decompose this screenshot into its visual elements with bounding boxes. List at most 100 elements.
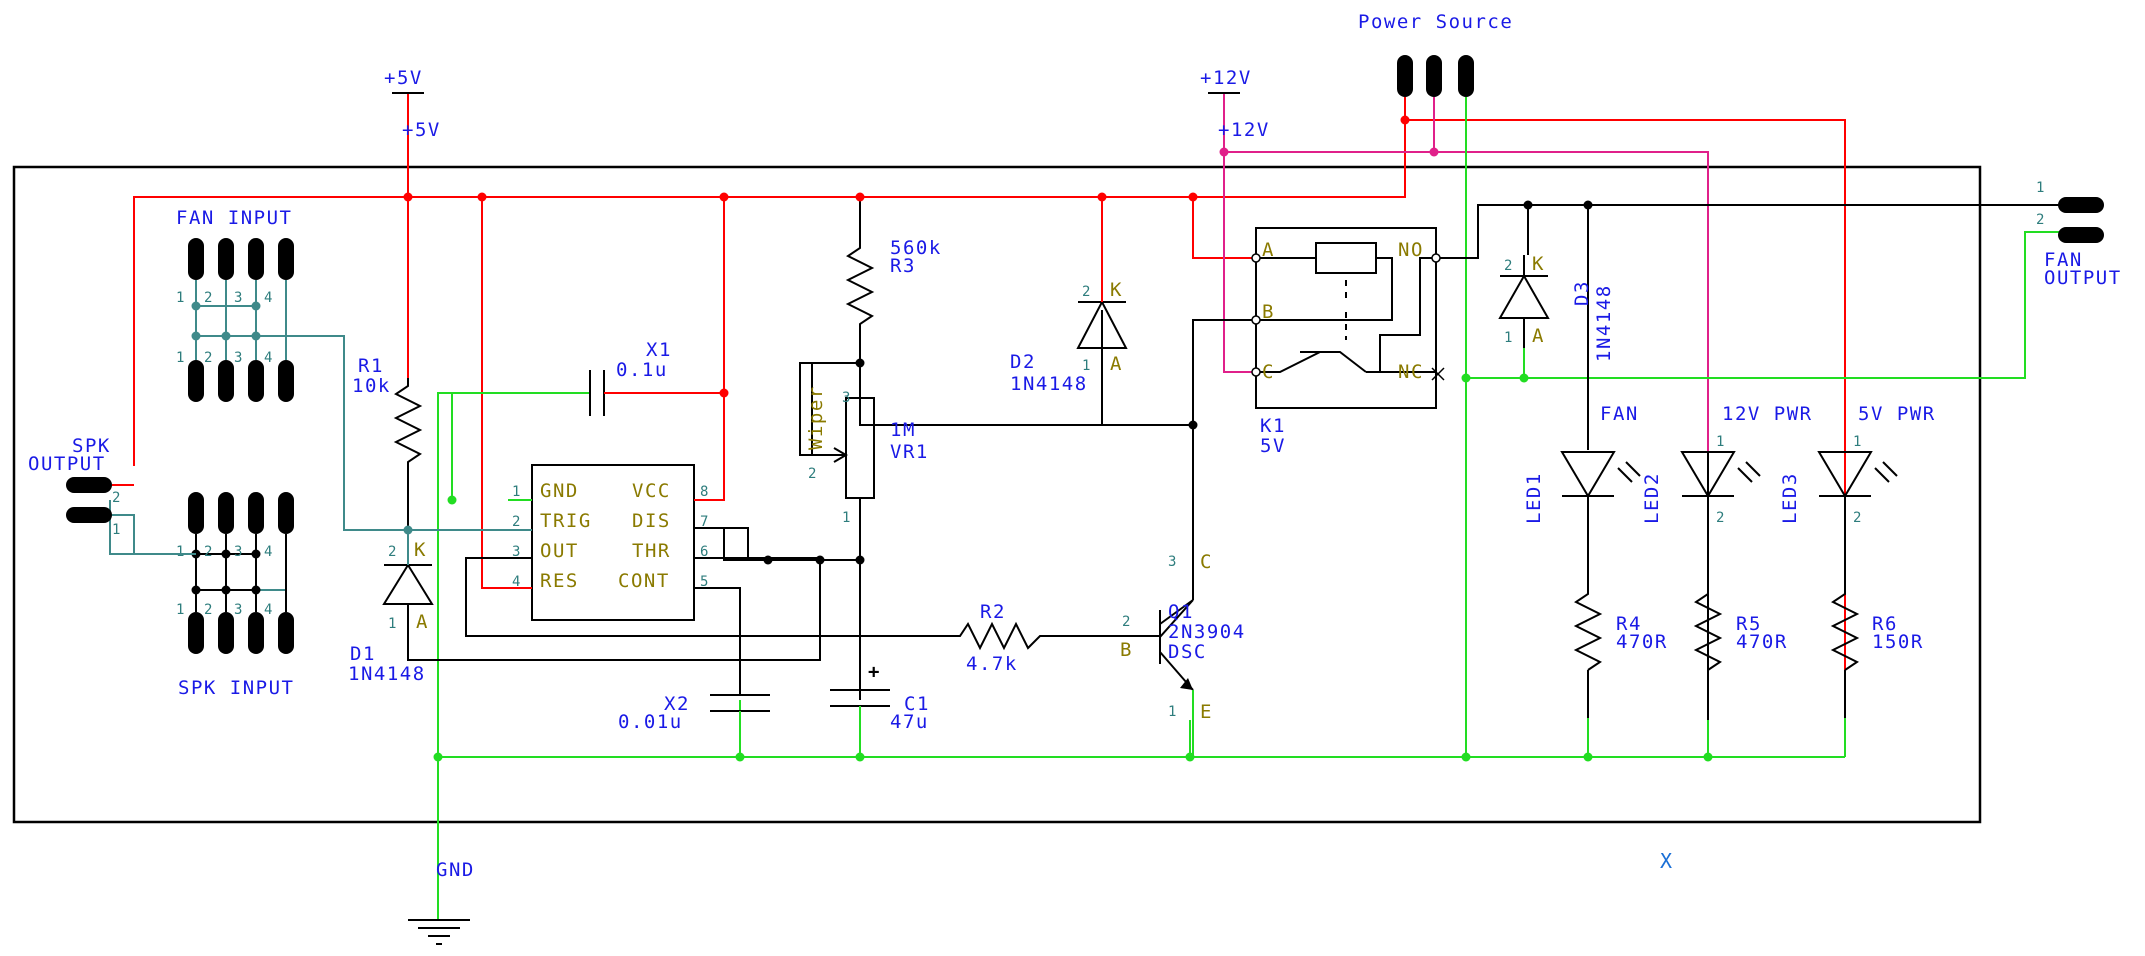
ic-pin-trig: TRIG <box>540 510 592 532</box>
r3-value: 560k <box>890 237 942 259</box>
q1-e: E <box>1200 701 1213 723</box>
x2-value: 0.01u <box>618 711 683 733</box>
ic-pin-5: 5 <box>700 574 710 590</box>
r6-value: 150R <box>1872 631 1924 653</box>
ic-pin-3: 3 <box>512 544 522 560</box>
r3-ref: R3 <box>890 255 916 277</box>
d1-k: K <box>414 539 427 561</box>
spk-in-pin-2b: 2 <box>204 602 214 618</box>
power-5v-symbol: +5V +5V <box>384 67 439 141</box>
r5-value: 470R <box>1736 631 1788 653</box>
q1-ref: Q1 <box>1168 601 1194 623</box>
relay-k1: A B C NO NC K1 5V <box>1251 227 1445 457</box>
spk-out-pin-2: 2 <box>112 490 122 506</box>
spk-output-label-2: OUTPUT <box>28 453 106 475</box>
spk-output-connector: SPK OUTPUT 2 1 <box>28 435 196 555</box>
power-5v-label: +5V <box>384 67 423 89</box>
net-gnd <box>437 120 2068 920</box>
fan-in-pin-2b: 2 <box>204 350 214 366</box>
q1-value: 2N3904 <box>1168 621 1246 643</box>
r2-ref: R2 <box>980 601 1006 623</box>
d1-pin1: 1 <box>388 616 398 632</box>
d2-k: K <box>1110 279 1123 301</box>
svg-text:1: 1 <box>1716 434 1726 450</box>
k1-b: B <box>1262 301 1275 323</box>
q1-b: B <box>1120 639 1133 661</box>
spk-in-pin-1: 1 <box>176 544 186 560</box>
r2-value: 4.7k <box>966 653 1018 675</box>
svg-text:3: 3 <box>1168 554 1178 570</box>
k1-ref: K1 <box>1260 415 1286 437</box>
resistor-r2: R2 4.7k <box>952 601 1048 675</box>
d2-value: 1N4148 <box>1010 373 1088 395</box>
spk-in-pin-1b: 1 <box>176 602 186 618</box>
svg-text:1: 1 <box>1853 434 1863 450</box>
fan-input-label: FAN INPUT <box>176 207 292 229</box>
d2-ref: D2 <box>1010 351 1036 373</box>
diode-d2: K A 2 1 D2 1N4148 <box>1010 279 1128 425</box>
gnd-label: GND <box>436 859 475 881</box>
svg-text:3: 3 <box>842 390 852 406</box>
ic-pin-4: 4 <box>512 574 522 590</box>
d3-pin1: 1 <box>1504 330 1514 346</box>
power-12v-label: +12V <box>1200 67 1252 89</box>
fan-output-label-1: FAN <box>2044 249 2083 271</box>
ic-pin-2: 2 <box>512 514 522 530</box>
resistor-r4: R4 470R <box>1573 585 1668 671</box>
c1-ref: C1 <box>904 693 930 715</box>
diode-d1: K A 2 1 D1 1N4148 <box>348 530 434 685</box>
fan-output-label-2: OUTPUT <box>2044 267 2122 289</box>
svg-text:2: 2 <box>1853 510 1863 526</box>
fan-in-pin-3: 3 <box>234 290 244 306</box>
vr1-wiper-label: Wiper <box>805 385 827 450</box>
resistor-r5: R5 470R <box>1693 585 1788 671</box>
fan-input-connector: FAN INPUT 1 2 3 4 1 2 3 4 <box>176 207 294 402</box>
ic-pin-thr: THR <box>632 540 671 562</box>
x2-ref: X2 <box>664 693 690 715</box>
led-led2: 1 2 12V PWR LED2 <box>1641 403 1811 526</box>
fan-out-pin-2: 2 <box>2036 212 2046 228</box>
spk-in-pin-3b: 3 <box>234 602 244 618</box>
led1-title: FAN <box>1600 403 1639 425</box>
fan-in-pin-4b: 4 <box>264 350 274 366</box>
fan-in-pin-4: 4 <box>264 290 274 306</box>
transistor-q1: C B E 3 2 1 Q1 2N3904 DSC <box>1120 540 1246 757</box>
led-led3: 1 2 5V PWR LED3 <box>1779 403 1934 526</box>
r1-value: 10k <box>352 375 391 397</box>
capacitor-c1: + C1 47u <box>830 560 930 757</box>
power-12v-symbol: +12V +12V <box>1200 67 1270 141</box>
svg-text:2: 2 <box>808 466 818 482</box>
svg-text:2: 2 <box>1122 614 1132 630</box>
svg-text:2: 2 <box>1716 510 1726 526</box>
d1-value: 1N4148 <box>348 663 426 685</box>
fan-in-pin-3b: 3 <box>234 350 244 366</box>
capacitor-x2: X2 0.01u <box>618 588 770 757</box>
fan-in-pin-2: 2 <box>204 290 214 306</box>
x1-ref: X1 <box>646 339 672 361</box>
spk-in-pin-4: 4 <box>264 544 274 560</box>
k1-value: 5V <box>1260 435 1286 457</box>
x1-value: 0.1u <box>616 359 668 381</box>
d2-a: A <box>1110 353 1123 375</box>
diode-d3: K A 2 1 D3 1N4148 <box>1498 253 1615 362</box>
fan-in-pin-1: 1 <box>176 290 186 306</box>
resistor-r1: R1 10k <box>352 355 423 470</box>
ic-pin-out: OUT <box>540 540 579 562</box>
capacitor-x1: X1 0.1u <box>564 339 672 416</box>
r4-value: 470R <box>1616 631 1668 653</box>
r1-ref: R1 <box>358 355 384 377</box>
d3-pin2: 2 <box>1504 258 1514 274</box>
svg-text:1: 1 <box>842 510 852 526</box>
ic-pin-1: 1 <box>512 484 522 500</box>
d2-pin1: 1 <box>1082 358 1092 374</box>
q1-pkg: DSC <box>1168 641 1207 663</box>
fan-output-connector: 1 2 FAN OUTPUT <box>2036 180 2122 289</box>
spk-output-label-1: SPK <box>72 435 111 457</box>
led-led1: FAN LED1 <box>1523 403 1641 524</box>
ic-pin-6: 6 <box>700 544 710 560</box>
d2-pin2: 2 <box>1082 284 1092 300</box>
power-12v-net-label: +12V <box>1218 119 1270 141</box>
ic-pin-dis: DIS <box>632 510 671 532</box>
fan-in-pin-1b: 1 <box>176 350 186 366</box>
